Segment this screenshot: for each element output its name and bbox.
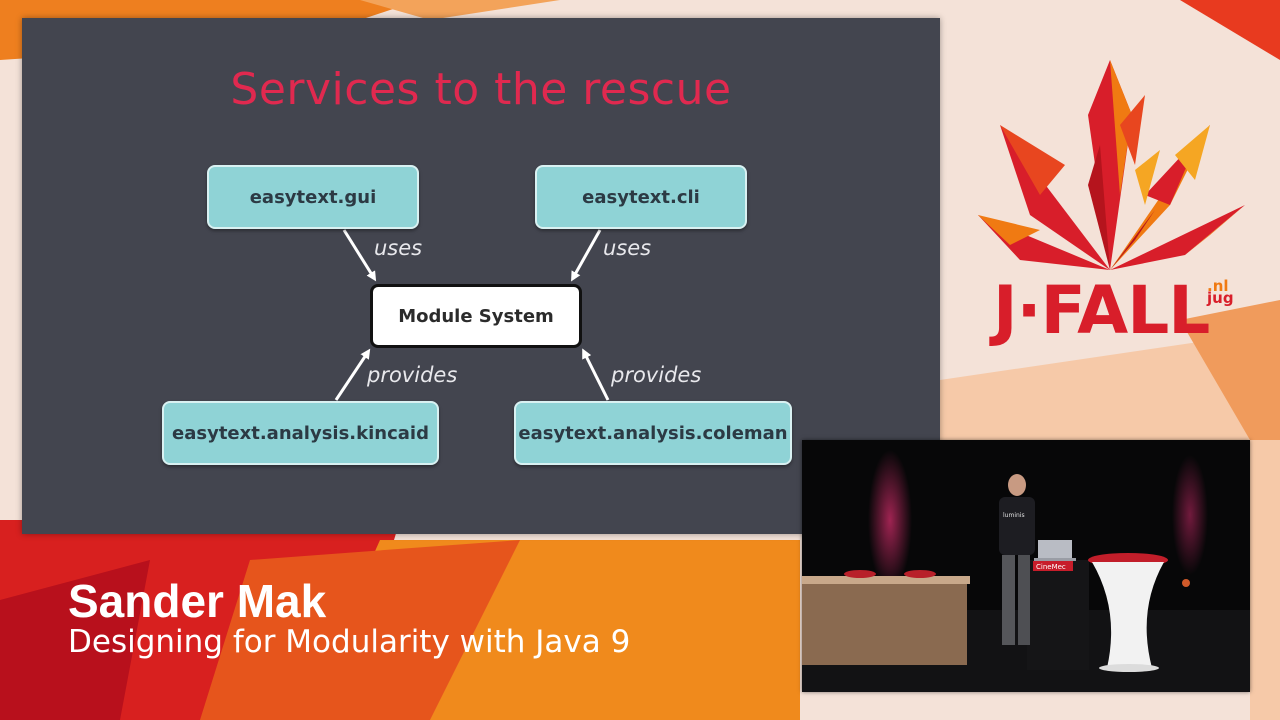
podium: [1027, 560, 1089, 670]
stage-light-left: [868, 450, 912, 590]
edge-label-uses-left: uses: [374, 236, 423, 260]
jfall-leaf-logo: [978, 60, 1245, 270]
presentation-slide: Services to the rescue easytext.gui easy…: [22, 18, 940, 534]
jfall-wordmark: J·FALL: [993, 272, 1210, 349]
arrow-cli-to-core: [571, 229, 602, 282]
module-easytext-analysis-kincaid: easytext.analysis.kincaid: [162, 401, 439, 465]
jfall-nljug-mark: .nl jug: [1207, 277, 1234, 307]
stage-table: [802, 580, 967, 665]
module-easytext-cli: easytext.cli: [535, 165, 747, 229]
speaker-video: CineMec luminis: [802, 440, 1250, 692]
module-system-box: Module System: [370, 284, 582, 348]
edge-label-uses-right: uses: [603, 236, 652, 260]
shirt-logo: luminis: [1003, 512, 1025, 519]
talk-title: Designing for Modularity with Java 9: [68, 624, 631, 660]
edge-label-provides-right: provides: [611, 363, 702, 387]
speaker-figure: luminis: [999, 474, 1035, 645]
podium-label: CineMec: [1036, 563, 1066, 571]
logo-nl-text: .nl: [1207, 277, 1229, 295]
diagram-arrows: [334, 229, 610, 401]
module-easytext-analysis-coleman: easytext.analysis.coleman: [514, 401, 792, 465]
cocktail-table: [1088, 553, 1168, 672]
laptop: [1038, 540, 1072, 560]
slide-title: Services to the rescue: [230, 64, 732, 115]
stage-light-right: [1172, 455, 1208, 575]
logo-jug-text: jug: [1207, 289, 1234, 307]
video-frame: CineMec luminis: [802, 440, 1250, 692]
speaker-name: Sander Mak: [68, 575, 327, 627]
arrow-coleman-to-core: [582, 348, 610, 401]
edge-label-provides-left: provides: [367, 363, 458, 387]
arrow-gui-to-core: [342, 229, 377, 282]
module-easytext-gui: easytext.gui: [207, 165, 419, 229]
arrow-kincaid-to-core: [334, 348, 371, 401]
